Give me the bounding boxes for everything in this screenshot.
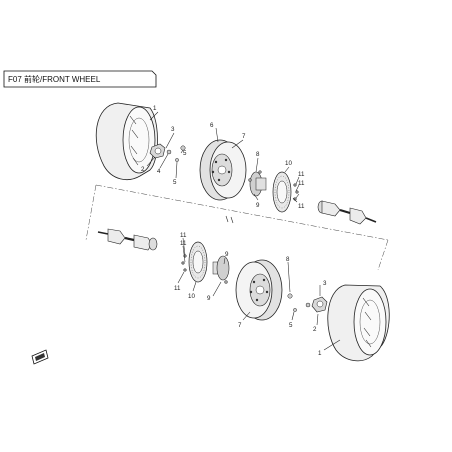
callout-2-lower: 2 (313, 326, 317, 333)
wheel-hub-upper (248, 170, 267, 197)
leader-lines (146, 111, 341, 351)
rim-upper (199, 139, 247, 201)
tire-upper (95, 102, 158, 181)
center-axis-line (95, 184, 389, 241)
callout-4-upper: 4 (157, 168, 161, 175)
tire-lower (327, 284, 390, 362)
brake-disc-lower (181, 241, 208, 283)
callout-5-lower: 5 (289, 322, 293, 329)
logo-icon (31, 349, 49, 365)
callout-5-upper: 5 (173, 179, 177, 186)
callout-10-upper: 10 (285, 160, 292, 167)
callout-11c-upper: 11 (298, 203, 305, 210)
title-box: F07 前轮/FRONT WHEEL (3, 70, 157, 88)
axis-bracket-left (85, 184, 97, 241)
drive-shaft-upper (317, 200, 377, 225)
callout-labels: 1 2 3 4 5 5 6 7 8 9 10 11 11 11 11 11 11… (141, 105, 327, 357)
callout-6-upper: 6 (210, 122, 214, 129)
callout-8-lower: 8 (286, 256, 290, 263)
axis-break-mark (225, 215, 234, 224)
callout-7-upper: 7 (242, 133, 246, 140)
callout-8-upper: 8 (256, 151, 260, 158)
callout-10-lower: 10 (188, 293, 195, 300)
hub-nut-lower (287, 293, 328, 313)
callout-11b-lower: 11 (180, 240, 187, 247)
wheel-hub-lower (212, 255, 230, 284)
brake-disc-upper (272, 171, 299, 213)
hub-nut-upper (149, 143, 186, 162)
axis-bracket-right (377, 239, 389, 271)
callout-2-upper: 2 (141, 166, 145, 173)
callout-9b-lower: 9 (207, 295, 211, 302)
callout-1-upper: 1 (153, 105, 157, 112)
callout-9-upper: 9 (256, 202, 260, 209)
rim-lower (235, 259, 283, 321)
drive-shaft-lower (97, 228, 158, 251)
page-title: F07 前轮/FRONT WHEEL (8, 74, 101, 84)
callout-11a-upper: 11 (298, 171, 305, 178)
callout-3-upper: 3 (171, 126, 175, 133)
callout-5b-upper: 5 (183, 150, 187, 157)
callout-9-lower: 9 (225, 251, 229, 258)
callout-1-lower: 1 (318, 350, 322, 357)
callout-3-lower: 3 (323, 280, 327, 287)
callout-11a-lower: 11 (180, 232, 187, 239)
callout-7-lower: 7 (238, 322, 242, 329)
callout-11c-lower: 11 (174, 285, 181, 292)
callout-11b-upper: 11 (298, 180, 305, 187)
